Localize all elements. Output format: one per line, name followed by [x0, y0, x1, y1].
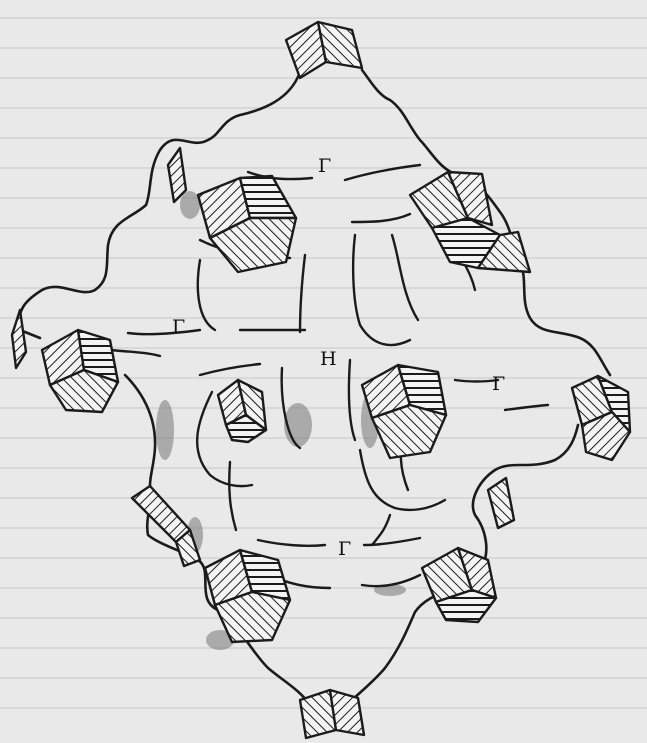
pocket-bottom-right — [422, 548, 496, 622]
pocket-left-edge — [12, 310, 26, 368]
pocket-left — [42, 330, 118, 412]
pocket-upper-right — [410, 172, 530, 272]
label-gamma-top: Γ — [318, 155, 331, 177]
pocket-bottom-left — [205, 550, 290, 642]
pocket-top — [286, 22, 362, 78]
pocket-upper-left-edge — [168, 148, 186, 202]
label-gamma-left: Γ — [172, 316, 185, 338]
label-gamma-right: Γ — [492, 373, 505, 395]
label-h-center: H — [320, 348, 337, 370]
hatched-pockets — [12, 22, 630, 738]
label-gamma-bottom: Γ — [338, 538, 351, 560]
pocket-lower-right-edge — [488, 478, 514, 528]
pocket-center-left — [218, 380, 266, 442]
pocket-bottom — [300, 690, 364, 738]
pocket-right — [572, 376, 630, 460]
